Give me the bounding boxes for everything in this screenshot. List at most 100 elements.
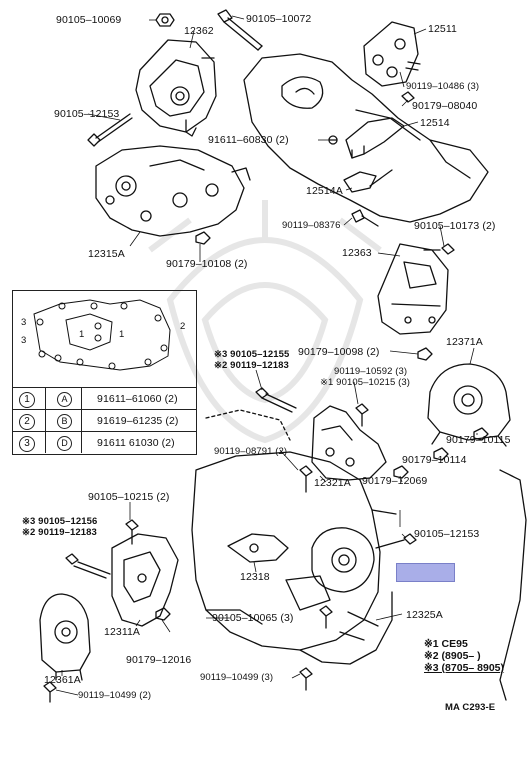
nut-10115 <box>473 427 489 441</box>
legend-divider <box>45 387 46 453</box>
bolt-60830 <box>328 135 338 145</box>
legend-symbol: B <box>57 414 72 429</box>
label-12315A: 12315A <box>88 248 125 260</box>
bolt-08376 <box>351 209 379 227</box>
highlight-box <box>396 563 455 582</box>
bracket-12363 <box>377 243 449 335</box>
label-s1-90105-10215: ※1 90105–10215 (3) <box>320 377 411 388</box>
legend-symbol: D <box>57 436 72 451</box>
label-12371A: 12371A <box>446 336 483 348</box>
nut-10108 <box>195 231 211 245</box>
label-12361A: 12361A <box>44 674 81 686</box>
nut-12069 <box>393 465 409 479</box>
leader-lines <box>55 15 478 696</box>
label-12514: 12514 <box>420 117 450 129</box>
diagram-code: MA C293-E <box>445 702 496 713</box>
engine-outline <box>205 409 527 701</box>
label-90105-12153-bottom: 90105–12153 <box>414 528 480 540</box>
label-90105-10215: 90105–10215 (2) <box>88 491 170 503</box>
legend-box: 3 3 1 1 2 1 A 91611–61060 (2) 2 B 91619–… <box>12 290 197 455</box>
legend-mark-1b: 1 <box>119 329 125 340</box>
legend-symbol: A <box>57 392 72 407</box>
bolt-12155 <box>255 387 297 413</box>
label-90119-10499-left: 90119–10499 (2) <box>78 690 152 701</box>
label-90119-08376: 90119–08376 <box>282 220 341 231</box>
label-12363: 12363 <box>342 247 372 259</box>
bracket-12321A <box>311 405 387 481</box>
bracket-12514 <box>345 117 405 159</box>
bolt-12156 <box>65 553 111 579</box>
legend-row-2: 2 B 91619–61235 (2) <box>13 409 196 432</box>
label-90119-10499-right: 90119–10499 (3) <box>200 672 274 683</box>
watermark-emblem <box>148 200 382 444</box>
legend-mark-3a: 3 <box>21 317 27 328</box>
bolt-10592 <box>355 403 369 427</box>
bolt-10065 <box>319 605 333 629</box>
legend-row-1: 1 A 91611–61060 (2) <box>13 387 196 410</box>
label-90179-12069: 90179–12069 <box>362 475 428 487</box>
bolt-12153-bottom <box>375 533 417 549</box>
legend-part-number: 91619–61235 (2) <box>97 415 179 427</box>
label-90119-08791: 90119–08791 (2) <box>214 446 288 457</box>
legend-mark-2: 2 <box>180 321 186 332</box>
label-12514A: 12514A <box>306 185 343 197</box>
label-90179-10114: 90179–10114 <box>402 454 467 466</box>
label-90105-10065: 90105–10065 (3) <box>212 612 294 624</box>
timing-cover <box>243 53 489 223</box>
nut-part <box>155 13 175 27</box>
bolt-08791 <box>299 465 313 493</box>
engine-mount-12361A <box>39 593 91 681</box>
bolt-10499-right <box>299 667 313 691</box>
legend-mark-1a: 1 <box>79 329 85 340</box>
label-90179-12016: 90179–12016 <box>126 654 192 666</box>
label-91611-60830: 91611–60830 (2) <box>208 134 289 146</box>
legend-row-3: 3 D 91611 61030 (2) <box>13 431 196 454</box>
label-90179-10108: 90179–10108 (2) <box>166 258 248 270</box>
legend-part-number: 91611 61030 (2) <box>97 437 175 449</box>
legend-divider <box>81 387 82 453</box>
nut-10114 <box>433 447 449 461</box>
label-90105-12153-top: 90105–12153 <box>54 108 120 120</box>
label-90179-10115: 90179–10115 <box>446 434 511 446</box>
bolt-10499-left <box>43 681 57 703</box>
bracket-12311A <box>111 533 179 627</box>
label-s3-90105-12155: ※3 90105–12155 <box>214 349 290 360</box>
label-90105-10173: 90105–10173 (2) <box>414 220 496 232</box>
note-2: ※2 (8905– ) <box>424 650 481 662</box>
bracket-12511 <box>363 21 419 87</box>
bracket-12362 <box>135 39 217 137</box>
label-s2-90119-12183-b: ※2 90119–12183 <box>22 527 97 538</box>
label-90179-10098: 90179–10098 (2) <box>298 346 380 358</box>
label-90105-10072: 90105–10072 <box>246 13 312 25</box>
bolt-10486 <box>401 61 421 103</box>
legend-inset-drawing <box>33 299 171 371</box>
legend-number: 2 <box>19 414 35 430</box>
nut-12016 <box>155 607 171 621</box>
label-90119-10592: 90119–10592 (3) <box>334 366 408 377</box>
label-90179-08040: 90179–08040 <box>412 100 478 112</box>
label-90105-10069: 90105–10069 <box>56 14 122 26</box>
label-12325A: 12325A <box>406 609 443 621</box>
label-12511: 12511 <box>428 23 457 35</box>
transmission-mount-12325A <box>191 451 397 665</box>
bracket-12318 <box>227 533 289 563</box>
label-12311A: 12311A <box>104 626 141 638</box>
engine-mount-12371A <box>427 363 511 447</box>
note-1: ※1 CE95 <box>424 638 468 650</box>
bolt-12153-top <box>87 113 133 147</box>
legend-mark-3b: 3 <box>21 335 27 346</box>
label-90119-10486: 90119–10486 (3) <box>406 81 480 92</box>
label-12321A: 12321A <box>314 477 351 489</box>
label-s2-90119-12183-a: ※2 90119–12183 <box>214 360 289 371</box>
nut-10098 <box>417 347 433 361</box>
mount-bracket-12315A <box>95 145 251 237</box>
label-12362: 12362 <box>184 25 214 37</box>
note-3: ※3 (8705– 8905) <box>424 662 505 674</box>
bracket-12514A <box>343 169 393 193</box>
legend-part-number: 91611–61060 (2) <box>97 393 178 405</box>
long-bolt-part <box>217 9 263 51</box>
label-12318: 12318 <box>240 571 270 583</box>
bolt-10215 <box>125 519 139 545</box>
legend-number: 3 <box>19 436 35 452</box>
